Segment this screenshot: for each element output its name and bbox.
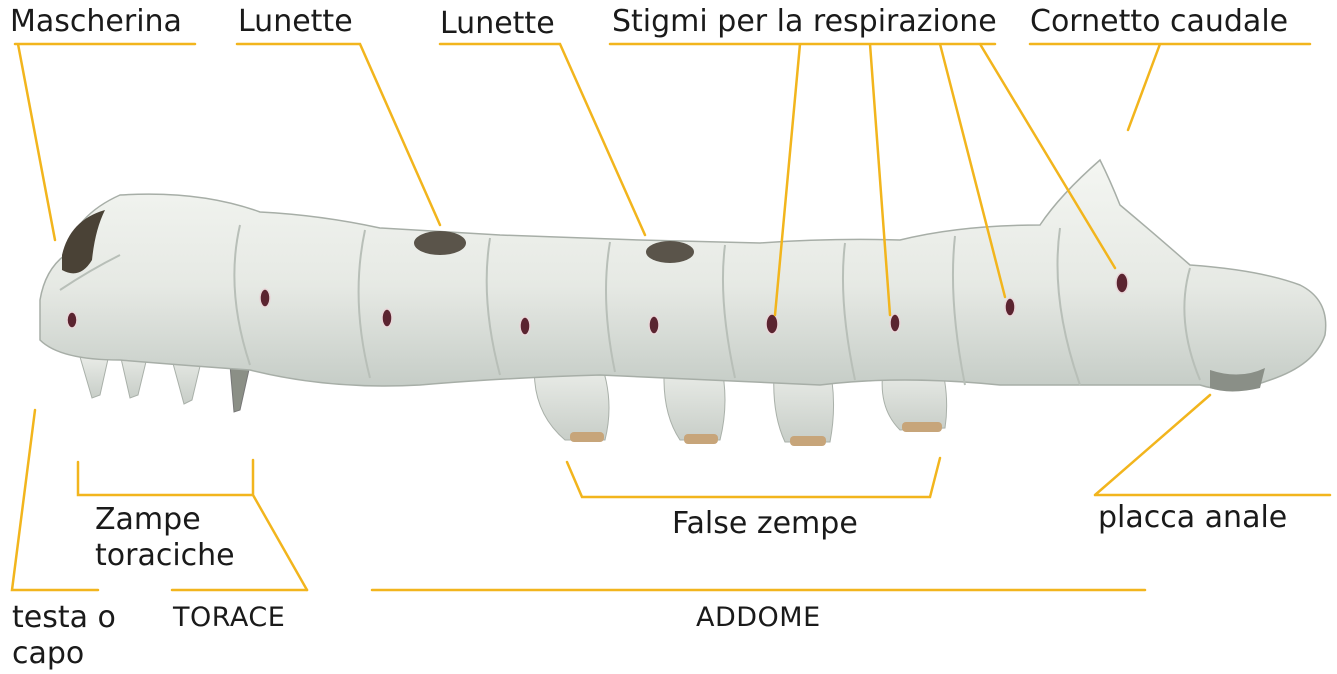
label-false-zempe: False zempe (672, 506, 858, 542)
leader-line-false-zempe (567, 458, 940, 497)
leader-line-placca (1095, 395, 1330, 495)
spiracle (520, 317, 530, 335)
label-zampe-line-2: toraciche (95, 538, 235, 574)
leader-line-testa (12, 410, 98, 590)
label-testa-line-1: testa o (12, 600, 116, 636)
thoracic-leg (230, 365, 250, 412)
label-testa-line-2: capo (12, 636, 84, 672)
label-mascherina: Mascherina (10, 4, 182, 40)
label-lunette-1: Lunette (238, 4, 353, 40)
label-stigmi: Stigmi per la respirazione (612, 4, 997, 40)
false-leg-tip (570, 432, 604, 442)
spiracle (1005, 298, 1015, 316)
label-zampe-line-1: Zampe (95, 502, 201, 538)
label-lunette-2: Lunette (440, 6, 555, 42)
spiracle (766, 314, 778, 334)
label-addome: ADDOME (696, 600, 821, 636)
label-torace: TORACE (173, 600, 285, 636)
spiracle (67, 312, 77, 328)
silkworm-body (40, 160, 1326, 389)
leader-line-lunette-2 (440, 44, 645, 235)
label-cornetto: Cornetto caudale (1030, 4, 1288, 40)
false-leg-tip (684, 434, 718, 444)
false-leg-tip (790, 436, 826, 446)
lunette (646, 241, 694, 263)
spiracle (649, 316, 659, 334)
lunette (414, 231, 466, 255)
spiracle (382, 309, 392, 327)
false-leg-tip (902, 422, 942, 432)
spiracle (1116, 273, 1128, 293)
leader-line-cornetto (1030, 44, 1310, 130)
leader-line-lunette-1 (237, 44, 440, 225)
label-placca-anale: placca anale (1098, 500, 1287, 536)
spiracle (260, 289, 270, 307)
spiracle (890, 314, 900, 332)
